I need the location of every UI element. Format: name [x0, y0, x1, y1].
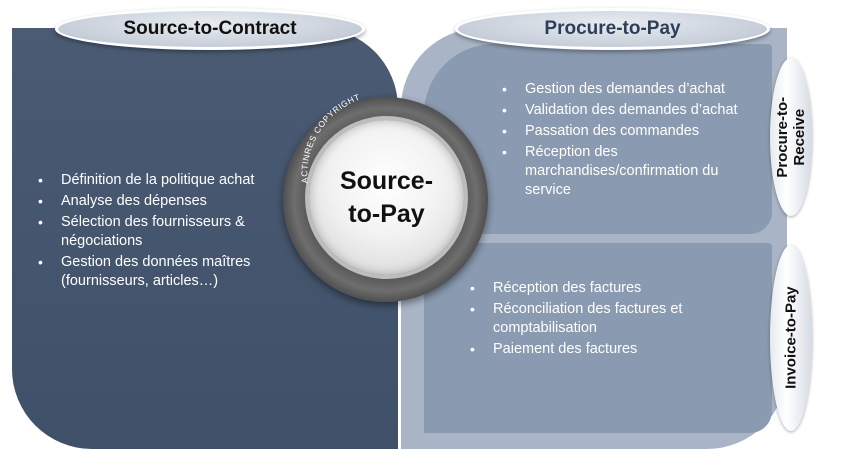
invoice-to-pay-text: Invoice-to-Pay	[782, 286, 800, 390]
invoice-to-pay-label: Invoice-to-Pay	[770, 245, 812, 431]
svg-text:ACTINRES COPYRIGHT: ACTINRES COPYRIGHT	[299, 92, 361, 184]
list-item: Validation des demandes d’achat	[500, 101, 765, 120]
source-to-contract-title: Source-to-Contract	[55, 8, 365, 50]
source-to-pay-title: Source-to-Pay	[339, 166, 434, 228]
invoice-to-pay-list: Réception des factures Réconciliation de…	[468, 279, 758, 361]
list-item: Passation des commandes	[500, 122, 765, 141]
procure-to-receive-label: Procure-to-Receive	[770, 58, 812, 216]
procure-to-pay-title: Procure-to-Pay	[455, 8, 770, 50]
list-item: Analyse des dépenses	[36, 192, 306, 211]
invoice-to-pay-panel	[424, 243, 772, 433]
list-item: Réconciliation des factures et comptabil…	[468, 300, 758, 338]
copyright-text: ACTINRES COPYRIGHT	[299, 92, 361, 184]
source-to-contract-list: Définition de la politique achat Analyse…	[36, 171, 306, 293]
list-item: Gestion des données maîtres (fournisseur…	[36, 253, 306, 291]
list-item: Définition de la politique achat	[36, 171, 306, 190]
list-item: Paiement des factures	[468, 340, 758, 359]
list-item: Réception des marchandises/confirmation …	[500, 143, 765, 200]
copyright-watermark: ACTINRES COPYRIGHT	[299, 92, 361, 184]
center-disc: Source-to-Pay	[309, 120, 464, 275]
list-item: Sélection des fournisseurs & négociation…	[36, 213, 306, 251]
list-item: Réception des factures	[468, 279, 758, 298]
procure-to-receive-text: Procure-to-Receive	[773, 96, 808, 178]
procure-to-receive-list: Gestion des demandes d’achat Validation …	[500, 80, 765, 202]
list-item: Gestion des demandes d’achat	[500, 80, 765, 99]
